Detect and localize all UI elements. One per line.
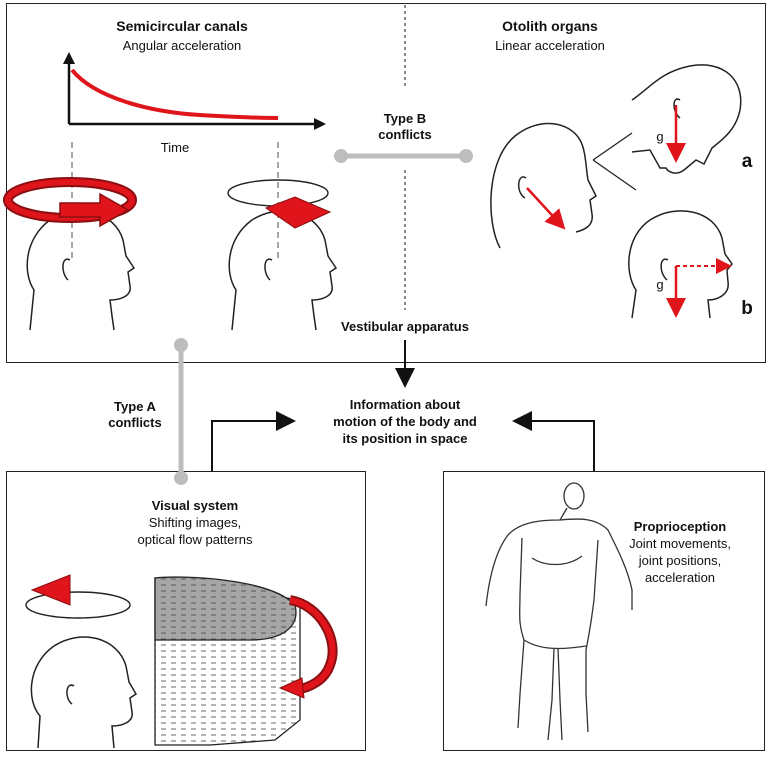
proprioception-panel [443, 471, 765, 751]
type-b-connector [334, 149, 473, 163]
semicircular-canals-title: Semicircular canals [116, 18, 248, 34]
proprio-line1: Joint movements, [629, 536, 731, 551]
visual-line2: optical flow patterns [137, 532, 253, 547]
otolith-organs-title: Otolith organs [502, 18, 598, 34]
info-line2: motion of the body and [333, 414, 477, 429]
head-rotating-1 [26, 210, 136, 331]
type-b-label-line1: Type B [383, 111, 427, 126]
g-label-a: g [656, 129, 664, 144]
decay-curve [70, 68, 279, 120]
type-a-connector [174, 338, 188, 485]
proprio-line3: acceleration [644, 570, 716, 585]
info-line3: its position in space [342, 431, 468, 446]
linear-arrow-red [526, 187, 566, 230]
head-otolith-b [628, 210, 733, 319]
rotation-arrow-2 [227, 179, 332, 229]
time-decay-graph [63, 52, 326, 130]
head-otolith-tilt [490, 122, 597, 249]
otolith-organs-subtitle: Linear acceleration [495, 38, 605, 53]
panel-label-a: a [741, 151, 753, 172]
type-b-label-line2: conflicts [378, 127, 432, 142]
head-visual [30, 636, 138, 749]
visual-panel [6, 471, 366, 751]
panel-label-b: b [741, 298, 753, 319]
head-otolith-a [631, 64, 742, 174]
head-rotating-2 [228, 210, 338, 331]
g-label-b: g [656, 277, 664, 292]
visual-system-title: Visual system [151, 498, 239, 513]
rotation-arrow-red-1 [3, 177, 137, 228]
vestibular-apparatus-label: Vestibular apparatus [341, 319, 469, 334]
proprioception-title: Proprioception [633, 519, 727, 534]
human-figure [485, 482, 633, 741]
time-axis-label: Time [160, 140, 190, 155]
vestibular-panel [6, 3, 766, 363]
type-a-label-line2: conflicts [108, 415, 162, 430]
visual-to-info-arrow [211, 411, 296, 471]
proprio-line2: joint positions, [638, 553, 722, 568]
visual-rotation-arrow [25, 574, 131, 619]
semicircular-canals-subtitle: Angular acceleration [122, 38, 242, 53]
optokinetic-drum [154, 576, 338, 746]
proprio-to-info-arrow [512, 411, 595, 471]
visual-line1: Shifting images, [148, 515, 242, 530]
info-line1: Information about [349, 397, 461, 412]
type-a-label-line1: Type A [114, 399, 156, 414]
